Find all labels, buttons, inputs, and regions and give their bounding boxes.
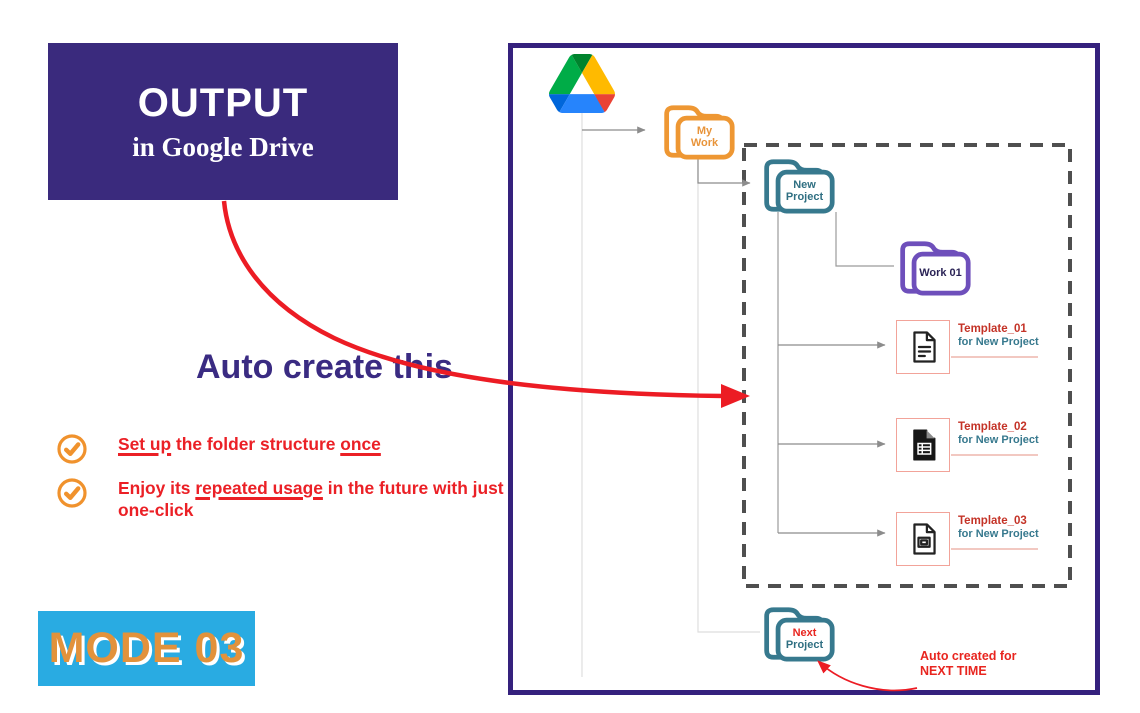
template-title: Template_03 (958, 515, 1027, 527)
auto-created-annotation: Auto created for NEXT TIME (920, 649, 1017, 679)
folder-label: Next Project (777, 619, 832, 659)
checklist-plain-text: in the future with just one-click (118, 478, 504, 520)
folder-label: New Project (777, 171, 832, 211)
template2-label: Template_02 for New Project (958, 420, 1039, 447)
output-title: OUTPUT (137, 80, 309, 125)
check-circle-icon (56, 433, 88, 465)
template-subtitle: for New Project (958, 528, 1039, 540)
checklist-item-2: Enjoy its repeated usage in the future w… (56, 477, 523, 521)
checklist-plain-text: Enjoy its (118, 478, 196, 498)
folder-label-line1: My (696, 125, 713, 137)
template2-box (896, 418, 950, 472)
checklist-item-text: Enjoy its repeated usage in the future w… (118, 477, 523, 521)
checklist-underlined-text: Set up (118, 434, 172, 454)
template-subtitle: for New Project (958, 434, 1039, 446)
folder-work-01: Work 01 (896, 236, 972, 297)
folder-label: My Work (677, 117, 732, 157)
folder-icon (900, 241, 971, 296)
mode-badge-label: MODE 03 (48, 624, 245, 672)
auto-create-label: Auto create this (196, 348, 453, 386)
template-title: Template_02 (958, 421, 1027, 433)
template3-box (896, 512, 950, 566)
checklist-plain-text: the folder structure (171, 434, 341, 454)
google-slides-icon (913, 523, 936, 555)
folder-label-line2: Project (785, 639, 824, 651)
folder-next-project: Next Project (760, 602, 836, 663)
annotation-line2: NEXT TIME (920, 664, 987, 678)
google-drive-icon (549, 54, 615, 113)
folder-label: Work 01 (913, 253, 968, 293)
check-circle-icon (56, 477, 88, 509)
folder-my-work: My Work (660, 100, 736, 161)
template1-box (896, 320, 950, 374)
google-sheets-icon (913, 429, 936, 461)
folder-new-project: New Project (760, 154, 836, 215)
folder-icon (764, 607, 835, 662)
drive-panel (508, 43, 1100, 695)
folder-icon (664, 105, 735, 160)
checklist-underlined-text: once (340, 434, 381, 454)
google-docs-icon (913, 331, 936, 363)
template1-label: Template_01 for New Project (958, 322, 1039, 349)
output-title-box: OUTPUT in Google Drive (48, 43, 398, 200)
checklist-item-1: Set up the folder structure once (56, 433, 523, 465)
checklist-item-text: Set up the folder structure once (118, 433, 523, 465)
mode-badge: MODE 03 (38, 611, 255, 686)
folder-label-line1: Work 01 (919, 267, 962, 279)
template-subtitle: for New Project (958, 336, 1039, 348)
checklist-underlined-text: repeated usage (195, 478, 323, 498)
folder-label-line2: Work (690, 137, 719, 149)
folder-icon (764, 159, 835, 214)
folder-label-line2: Project (785, 191, 824, 203)
folder-label-line1: New (793, 179, 816, 191)
folder-label-line1: Next (792, 627, 817, 639)
template3-label: Template_03 for New Project (958, 514, 1039, 541)
template-title: Template_01 (958, 323, 1027, 335)
annotation-line1: Auto created for (920, 649, 1017, 663)
output-subtitle: in Google Drive (132, 131, 314, 162)
